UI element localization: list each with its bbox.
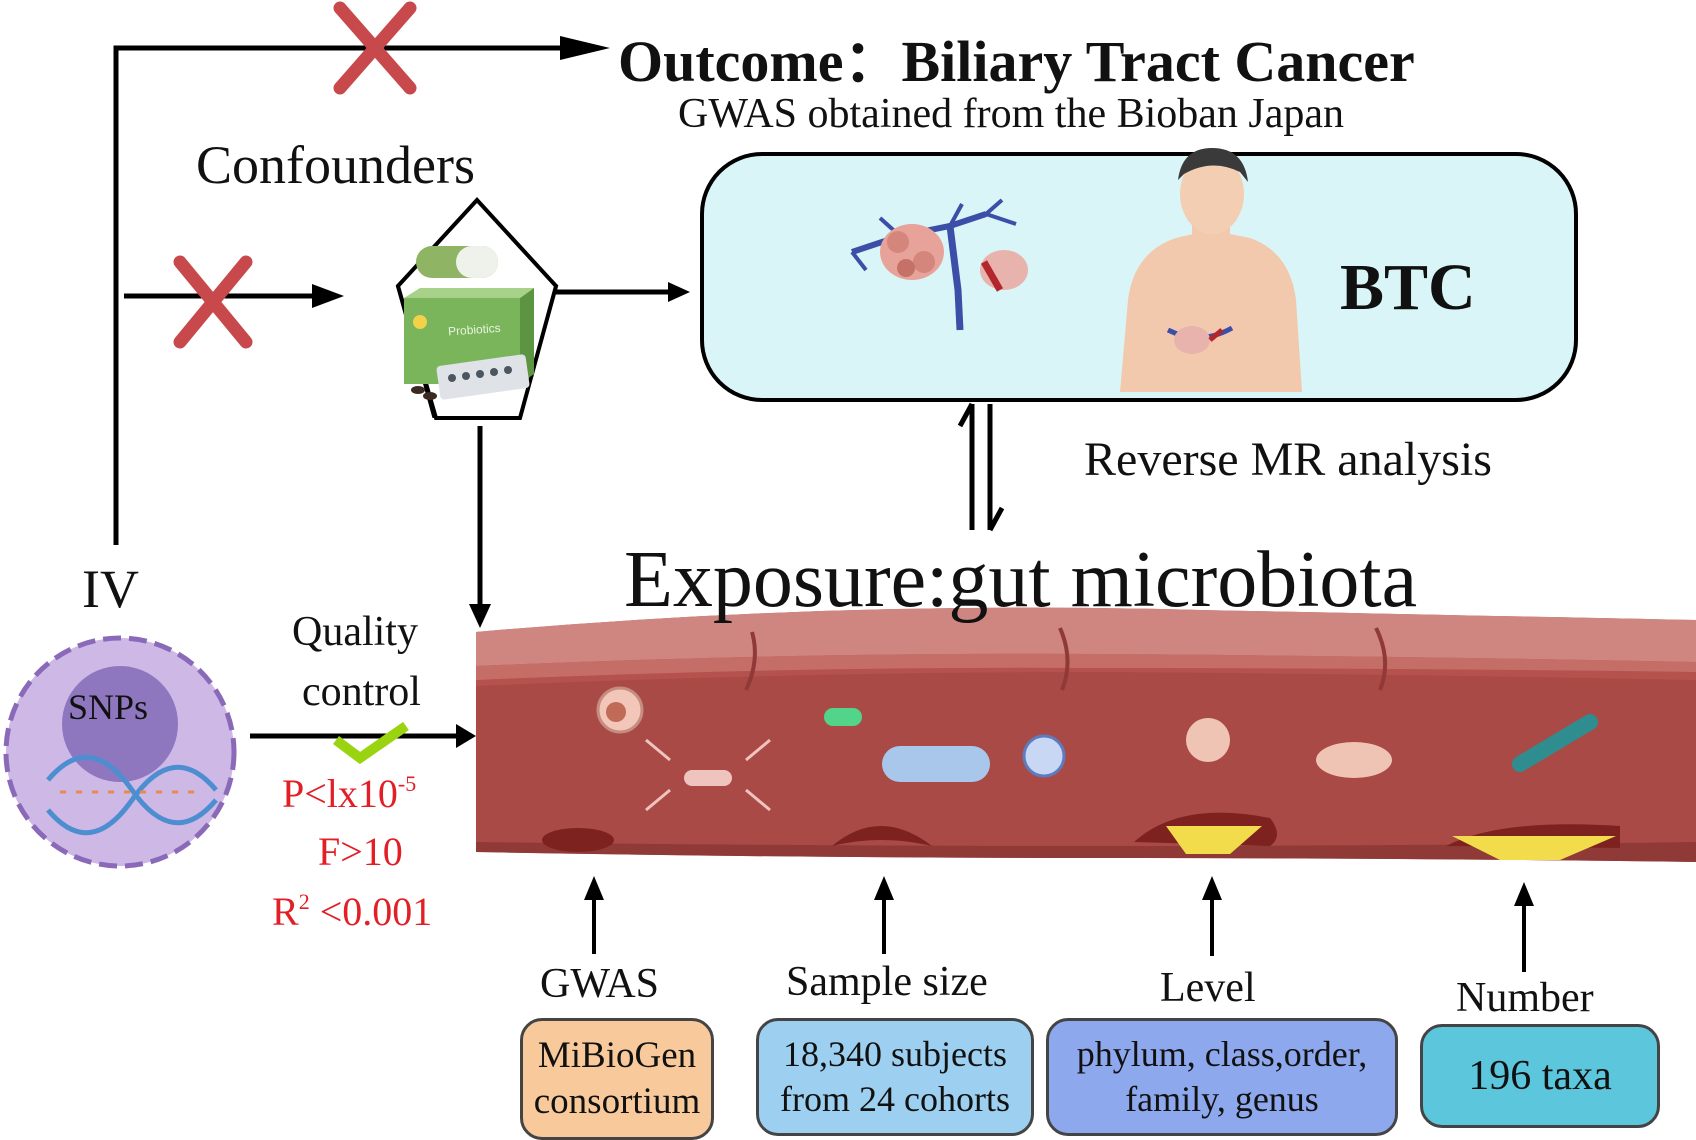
level-box-line2: family, genus xyxy=(1125,1079,1319,1119)
btc-label: BTC xyxy=(1340,251,1476,324)
liver-bile-duct-icon xyxy=(850,198,1028,331)
outcome-subtitle: GWAS obtained from the Bioban Japan xyxy=(678,91,1345,137)
confounders-to-btc-arrow xyxy=(556,282,690,302)
criterion-r-exponent: 2 xyxy=(298,889,310,914)
reverse-mr-arrows xyxy=(957,402,1005,532)
iv-label: IV xyxy=(82,559,139,619)
criterion-r-suffix: <0.001 xyxy=(309,889,433,934)
check-icon xyxy=(333,721,409,765)
snps-label: SNPs xyxy=(68,687,149,727)
sample-size-label: Sample size xyxy=(786,959,988,1005)
number-up-arrow xyxy=(1514,882,1534,972)
probiotics-icon xyxy=(404,246,534,400)
criterion-p-exponent: -5 xyxy=(397,771,417,796)
gwas-box-line2: consortium xyxy=(533,1081,701,1122)
gwas-up-arrow xyxy=(584,876,604,954)
gwas-label: GWAS xyxy=(540,961,660,1007)
snps-cell xyxy=(3,635,237,869)
confounders-to-exposure-arrow xyxy=(469,426,491,628)
level-label: Level xyxy=(1160,965,1256,1011)
cross-icon xyxy=(173,255,253,349)
iv-to-confounders-arrow xyxy=(124,284,344,308)
criterion-r-prefix: R xyxy=(272,889,299,934)
probiotics-box-text: Probiotics xyxy=(448,321,502,339)
number-info-box: 196 taxa xyxy=(1420,1024,1660,1128)
gwas-info-box: MiBioGen consortium xyxy=(520,1018,714,1140)
number-box-line1: 196 taxa xyxy=(1468,1052,1612,1099)
intestine-illustration xyxy=(476,607,1696,862)
quality-control-label-line2: control xyxy=(302,669,421,715)
level-up-arrow xyxy=(1202,876,1222,956)
cross-icon xyxy=(333,1,417,95)
sample-size-info-box: 18,340 subjects from 24 cohorts xyxy=(756,1018,1034,1136)
number-label: Number xyxy=(1456,975,1594,1021)
confounders-label: Confounders xyxy=(196,135,475,195)
iv-to-exposure-arrow xyxy=(250,724,476,748)
level-box-line1: phylum, class,order, xyxy=(1076,1034,1368,1074)
sample-size-up-arrow xyxy=(874,876,894,954)
sample-size-box-line2: from 24 cohorts xyxy=(780,1079,1010,1119)
outcome-title: Outcome：Biliary Tract Cancer xyxy=(618,29,1415,94)
criterion-p-value: P<lx10-5 xyxy=(282,770,416,817)
quality-control-label-line1: Quality xyxy=(292,609,418,655)
iv-to-outcome-arrow xyxy=(113,36,610,545)
exposure-title: Exposure:gut microbiota xyxy=(624,536,1418,624)
gwas-box-line1: MiBioGen xyxy=(537,1034,697,1076)
criterion-f-statistic: F>10 xyxy=(318,829,403,874)
criterion-p-prefix: P<lx10 xyxy=(282,771,398,816)
human-torso-icon xyxy=(1120,148,1302,392)
criterion-r-squared: R2 <0.001 xyxy=(272,888,432,935)
sample-size-box-line1: 18,340 subjects xyxy=(783,1034,1007,1074)
reverse-mr-label: Reverse MR analysis xyxy=(1084,433,1492,486)
level-info-box: phylum, class,order, family, genus xyxy=(1046,1018,1398,1136)
